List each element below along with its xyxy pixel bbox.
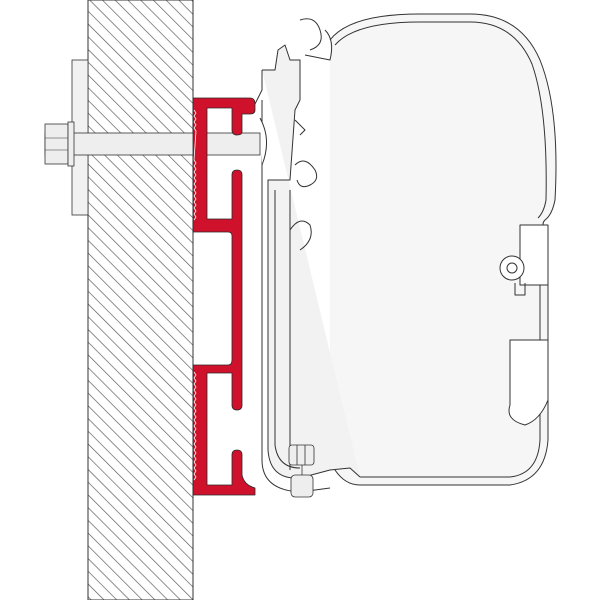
nut: [44, 123, 69, 165]
bracket-serrations: [193, 109, 197, 481]
awning-profile: [254, 13, 557, 493]
wall: [87, 0, 194, 600]
washer: [67, 121, 75, 167]
adapter-bracket: [192, 97, 256, 496]
bolt-shaft: [44, 132, 261, 156]
mounting-screw: [288, 444, 315, 498]
